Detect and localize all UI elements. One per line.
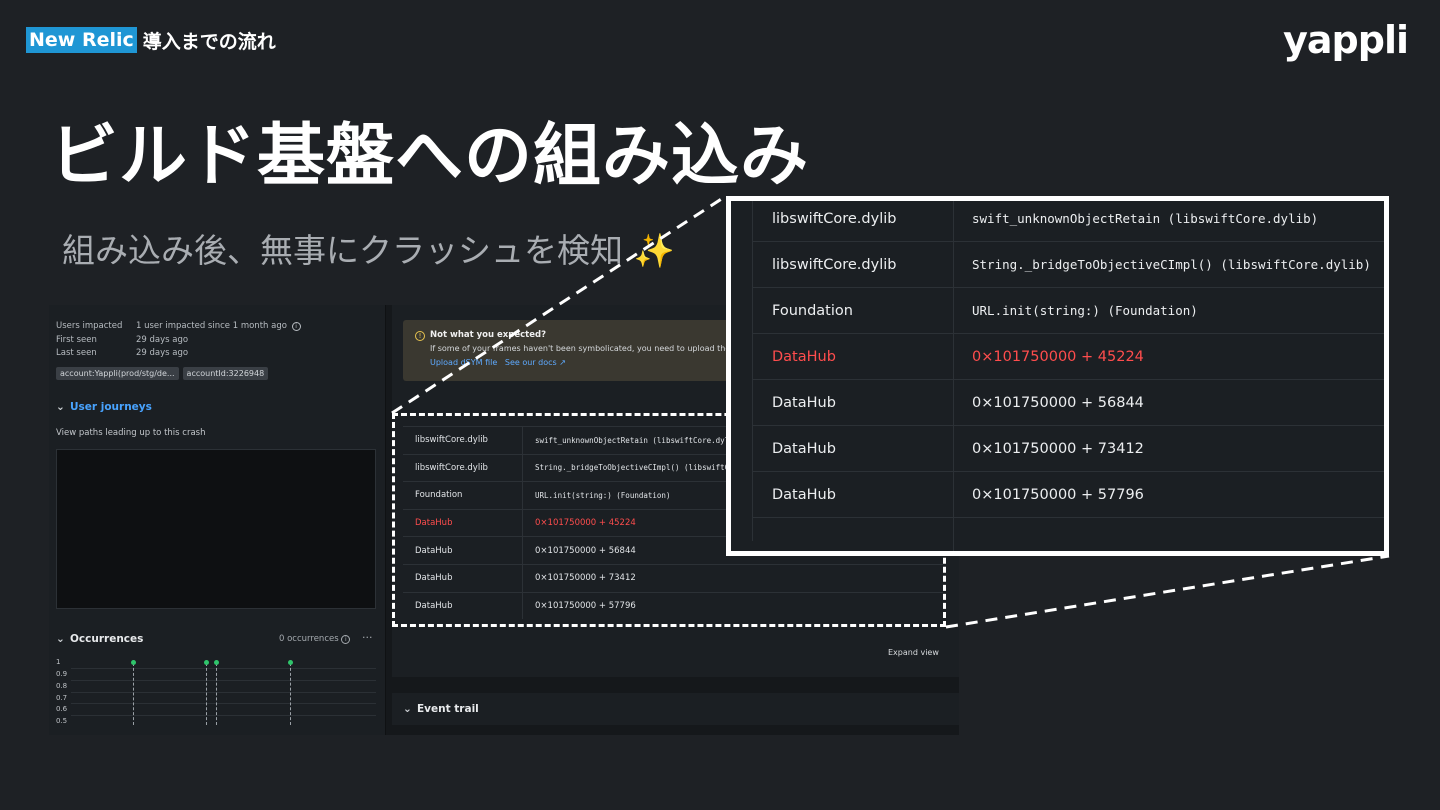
grid-line	[71, 703, 376, 704]
occurrences-toggle[interactable]: ⌄Occurrences	[56, 633, 144, 645]
user-journeys-toggle[interactable]: ⌄User journeys	[56, 401, 152, 413]
y-tick: 1	[56, 658, 61, 666]
occurrence-point[interactable]	[131, 660, 136, 665]
slide-subtitle: 組み込み後、無事にクラッシュを検知 ✨	[62, 224, 675, 272]
table-edge	[752, 201, 753, 541]
user-journeys-panel	[56, 449, 376, 609]
grid-line	[71, 680, 376, 681]
chevron-down-icon: ⌄	[403, 703, 412, 715]
docs-link[interactable]: See our docs	[504, 358, 557, 367]
section-tag: New Relic 導入までの流れ	[26, 26, 276, 54]
info-icon[interactable]: i	[291, 322, 301, 331]
occurrence-line	[133, 663, 134, 725]
occurrence-point[interactable]	[288, 660, 293, 665]
grid-line	[71, 715, 376, 716]
section-label: 導入までの流れ	[142, 30, 276, 53]
slide-title: ビルド基盤への組み込み	[50, 117, 810, 196]
grid-line	[71, 668, 376, 669]
table-row-empty	[752, 517, 1384, 551]
account-id-chip[interactable]: accountId:3226948	[182, 367, 269, 380]
symbolication-warning: ! Not what you expected? If some of your…	[403, 320, 763, 381]
y-tick: 0.7	[56, 694, 68, 702]
subtitle-text: 組み込み後、無事にクラッシュを検知	[62, 231, 623, 270]
y-tick: 0.6	[56, 705, 68, 713]
grid-line	[71, 692, 376, 693]
newrelic-label: New Relic	[26, 27, 137, 53]
occurrence-point[interactable]	[214, 660, 219, 665]
user-journeys-description: View paths leading up to this crash	[56, 428, 206, 438]
occurrence-line	[206, 663, 207, 725]
external-link-icon: ↗	[559, 358, 566, 367]
y-tick: 0.9	[56, 670, 68, 678]
chevron-down-icon: ⌄	[56, 401, 65, 413]
y-tick: 0.8	[56, 682, 68, 690]
warning-icon: !	[415, 331, 425, 341]
warning-text: If some of your frames haven't been symb…	[430, 344, 737, 353]
event-trail-toggle[interactable]: ⌄Event trail	[392, 693, 959, 725]
info-icon[interactable]: i	[341, 635, 351, 644]
upload-dsym-link[interactable]: Upload dSYM file	[430, 358, 498, 367]
y-tick: 0.5	[56, 717, 68, 725]
more-menu-icon[interactable]: ···	[362, 631, 373, 644]
chevron-down-icon: ⌄	[56, 633, 65, 645]
occurrence-line	[216, 663, 217, 725]
tag-chips: account:Yappli(prod/stg/de... accountId:…	[56, 367, 269, 380]
warning-title: Not what you expected?	[430, 330, 547, 340]
occurrences-count: 0 occurrences i	[279, 634, 351, 644]
occurrence-point[interactable]	[204, 660, 209, 665]
account-chip[interactable]: account:Yappli(prod/stg/de...	[56, 367, 179, 380]
yappli-logo: yappli	[1283, 18, 1409, 62]
connector-line-bottom	[945, 554, 1390, 629]
warning-links: Upload dSYM file See our docs ↗	[430, 358, 566, 367]
expand-view-button[interactable]: Expand view	[888, 648, 939, 657]
sparkles-icon: ✨	[633, 231, 675, 270]
occurrence-line	[290, 663, 291, 725]
